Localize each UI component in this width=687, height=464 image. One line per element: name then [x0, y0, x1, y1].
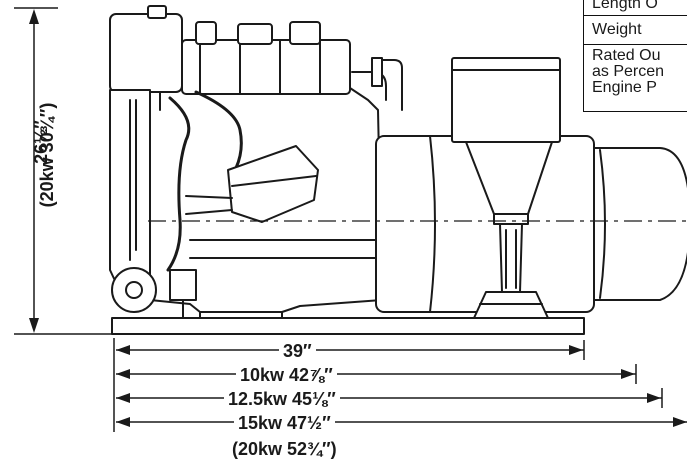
spec-table: Length O Weight Rated Ou as Percen Engin… [583, 0, 687, 112]
spec-weight-cell: Weight [583, 15, 687, 45]
length-label-15kw: 15kw 47½″ [234, 414, 335, 432]
air-filter [109, 13, 183, 93]
generator-end-bell [593, 147, 687, 301]
spec-rated-cell: Rated Ou as Percen Engine P [583, 44, 687, 112]
base-skid [111, 317, 585, 335]
spec-rated-line-3: Engine P [592, 79, 657, 96]
coolant-hose [166, 96, 191, 272]
support-column [499, 223, 523, 293]
length-label-20kw: (20kw 52¾″) [232, 439, 337, 459]
spec-row-weight: Weight [583, 15, 687, 45]
length-label-39: 39″ [279, 342, 316, 360]
length-label-10kw: 10kw 42⅞″ [236, 366, 337, 384]
spec-rated-line-1: Rated Ou [592, 47, 661, 64]
engine-head [181, 39, 351, 95]
height-alt-label: (20kw 30¾″) [37, 102, 57, 208]
spec-row-length: Length O [583, 0, 687, 16]
height-dimension-line [14, 7, 112, 335]
length-label-12-5kw: 12.5kw 45⅛″ [224, 390, 340, 408]
oil-filter [227, 145, 319, 223]
length-dimension-lines [113, 338, 687, 432]
spec-rated-line-2: as Percen [592, 63, 665, 80]
spec-length-cell: Length O [583, 0, 687, 16]
crank-pulley [111, 267, 157, 313]
spec-row-rated-output: Rated Ou as Percen Engine P [583, 44, 687, 112]
